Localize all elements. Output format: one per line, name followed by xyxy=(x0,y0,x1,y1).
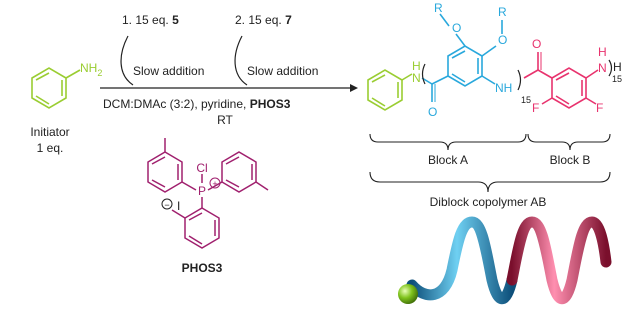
bracket-a-close xyxy=(517,69,522,91)
phos3-cl: Cl xyxy=(196,161,207,175)
product-nh-end-h: H xyxy=(598,45,607,59)
block-a-label: Block A xyxy=(428,153,468,167)
conditions-line-1: DCM:DMAc (3:2), pyridine, PHOS3 xyxy=(103,97,291,111)
repeat-b-count: 15 xyxy=(612,74,622,84)
product-carbonyl-b: O xyxy=(532,37,541,51)
phos3-p: P xyxy=(198,184,206,198)
product-r-right: R xyxy=(498,5,507,19)
brace-block-b xyxy=(527,133,611,151)
initiator-label: Initiator xyxy=(30,125,69,139)
brace-copolymer xyxy=(369,171,611,193)
aniline-ring xyxy=(31,67,67,109)
initiator-amount: 1 eq. xyxy=(37,141,64,155)
step-2-action: Slow addition xyxy=(247,64,318,78)
step-1-action: Slow addition xyxy=(133,64,204,78)
phos3-minus: − xyxy=(164,200,169,210)
step-1-eq: 1. 15 eq. 5 xyxy=(122,13,179,27)
helix-illustration xyxy=(398,216,612,305)
product-nh-left-n: N xyxy=(412,71,421,85)
block-b-repeat-unit xyxy=(523,52,599,109)
product-nh-end-n: N xyxy=(598,61,607,75)
product-terminal-h: H xyxy=(613,60,622,74)
copolymer-label: Diblock copolymer AB xyxy=(430,195,547,209)
initiator-amine-label: NH2 xyxy=(80,61,102,78)
reaction-arrow-head xyxy=(350,84,358,92)
methyl-bottom xyxy=(171,209,186,219)
block-a-repeat-unit xyxy=(421,13,503,102)
product-r-left: R xyxy=(434,1,443,15)
initiator-sphere xyxy=(398,284,418,304)
step-1-curved-arrow xyxy=(120,35,134,86)
product-nh-mid: NH xyxy=(495,81,512,95)
bracket-a-open xyxy=(421,63,426,85)
phos3-plus: + xyxy=(212,179,217,189)
phos3-minus-circle xyxy=(161,198,173,210)
product-fluorine-1: F xyxy=(532,101,539,115)
product-fluorine-2: F xyxy=(596,101,603,115)
product-o-right: O xyxy=(498,33,507,47)
step-1: 1. 15 eq. 5 Slow addition xyxy=(120,13,204,86)
tolyl-ring-bottom xyxy=(184,207,220,249)
phos3-structure xyxy=(147,138,269,249)
product-o-left: O xyxy=(452,21,461,35)
step-2-curved-arrow xyxy=(234,35,248,86)
methyl-right xyxy=(255,181,269,191)
phos3-name: PHOS3 xyxy=(182,261,223,275)
bracket-b-close xyxy=(608,59,613,77)
aniline-n-bond xyxy=(65,69,81,79)
conditions-temperature: RT xyxy=(217,113,233,127)
phos3-plus-circle xyxy=(209,177,221,189)
initiator-molecule xyxy=(31,67,81,109)
block-b-label: Block B xyxy=(550,153,591,167)
step-2-eq: 2. 15 eq. 7 xyxy=(235,13,292,27)
tolyl-ring-left xyxy=(147,151,183,193)
product-nh-left-h: H xyxy=(412,59,421,73)
phos3-iodide: I xyxy=(177,199,180,213)
tolyl-ring-right xyxy=(221,151,257,193)
step-2: 2. 15 eq. 7 Slow addition xyxy=(234,13,318,86)
helix-block-b xyxy=(506,216,612,305)
product-carbonyl-a: O xyxy=(428,105,437,119)
brace-block-a xyxy=(369,133,527,151)
p-bond xyxy=(181,181,197,191)
product-phenyl xyxy=(367,69,413,111)
aniline-double-bond xyxy=(35,95,50,105)
double-bond xyxy=(151,156,166,165)
helix-block-a xyxy=(406,216,518,305)
repeat-a-count: 15 xyxy=(521,95,531,105)
aniline-double-bond xyxy=(35,72,50,81)
